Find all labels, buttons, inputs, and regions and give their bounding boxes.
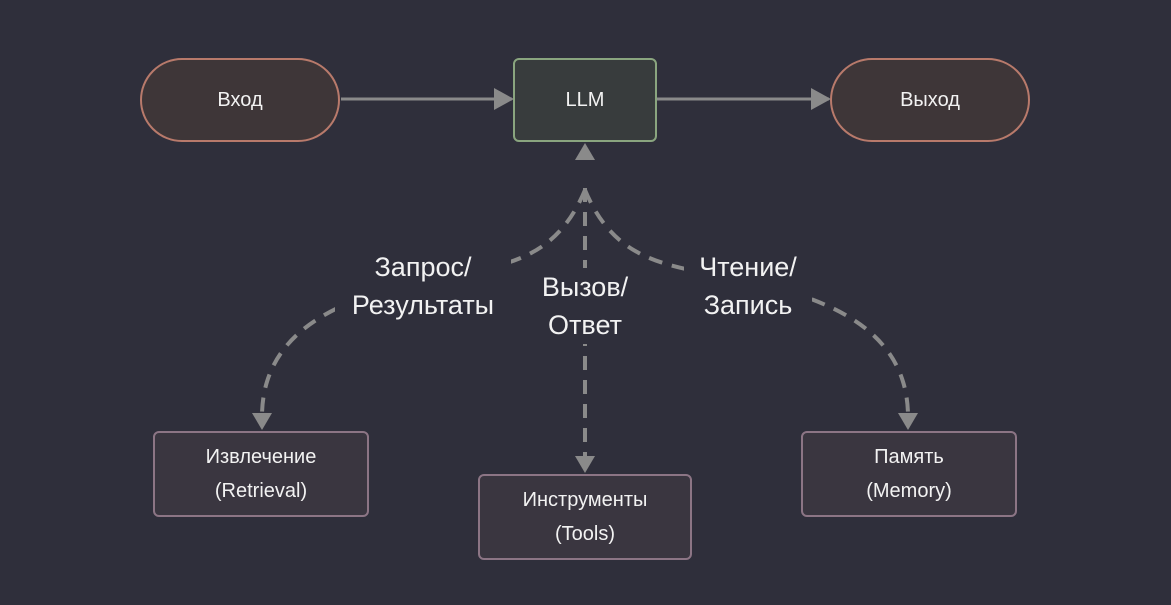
edge-label-memory-line1: Чтение/ [699,252,797,282]
edge-label-tools-line2: Ответ [548,310,622,340]
node-retrieval[interactable]: Извлечение (Retrieval) [153,431,369,517]
node-output-label: Выход [900,89,960,111]
edge-label-retrieval: Запрос/ Результаты [335,248,511,324]
node-memory[interactable]: Память (Memory) [801,431,1017,517]
node-retrieval-line1: Извлечение [205,446,317,468]
node-input-label: Вход [217,89,263,111]
node-retrieval-line2: (Retrieval) [214,480,308,502]
node-output[interactable]: Выход [830,58,1030,142]
edge-label-memory: Чтение/ Запись [684,248,812,324]
edge-label-memory-line2: Запись [703,290,793,320]
arrow-up-llm [575,143,595,160]
edge-label-tools-line1: Вызов/ [541,272,629,302]
node-input[interactable]: Вход [140,58,340,142]
node-llm[interactable]: LLM [513,58,657,142]
arrow-down-retrieval [252,413,272,430]
arrow-down-tools [575,456,595,473]
edge-label-tools: Вызов/ Ответ [525,268,645,344]
node-tools[interactable]: Инструменты (Tools) [478,474,692,560]
edge-label-retrieval-line2: Результаты [351,290,495,320]
node-tools-line2: (Tools) [554,523,615,545]
node-memory-line2: (Memory) [866,480,952,502]
node-tools-line1: Инструменты [522,489,648,511]
node-llm-label: LLM [565,89,605,111]
arrow-down-memory [898,413,918,430]
edge-label-retrieval-line1: Запрос/ [374,252,472,282]
node-memory-line1: Память [874,446,944,468]
